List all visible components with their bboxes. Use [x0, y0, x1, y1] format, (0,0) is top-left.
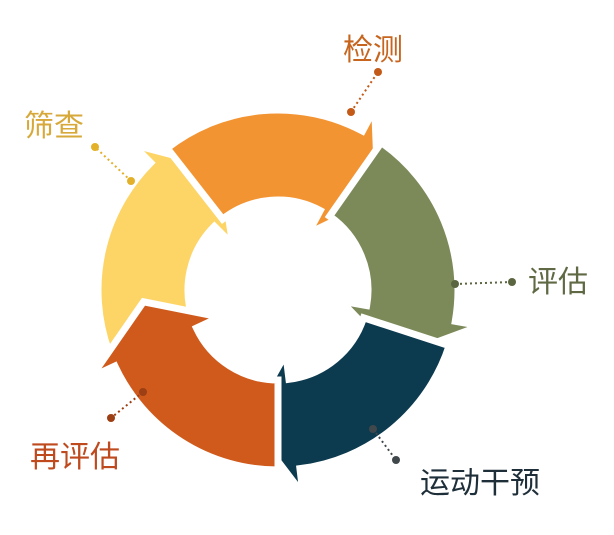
cycle-arrow-detection	[162, 95, 382, 242]
stage-label-intervention: 运动干预	[420, 466, 540, 501]
stage-label-evaluation: 评估	[528, 265, 588, 300]
stage-label-detection: 检测	[343, 33, 403, 68]
leader-line-screening	[94, 146, 132, 182]
cycle-arrow-screening	[94, 137, 238, 357]
leader-dot-evaluation	[508, 278, 516, 286]
leader-dot-intervention	[369, 425, 377, 433]
cycle-arrow-evaluation	[324, 137, 495, 362]
stage-label-screening: 筛查	[24, 109, 84, 144]
leader-dot-screening	[127, 177, 135, 185]
label-leaders	[91, 68, 516, 464]
leader-dot-detection	[374, 68, 382, 76]
cycle-arrows	[81, 95, 495, 507]
leader-dot-re-evaluation	[107, 414, 115, 422]
leader-line-re-evaluation	[110, 391, 144, 419]
leader-dot-intervention	[392, 456, 400, 464]
cycle-arrow-intervention	[243, 313, 454, 507]
leader-dot-detection	[347, 108, 355, 116]
stage-label-re-evaluation: 再评估	[30, 440, 120, 475]
leader-line-intervention	[372, 428, 397, 461]
leader-line-detection	[350, 71, 379, 113]
leader-line-evaluation	[454, 281, 513, 285]
cycle-arrow-re-evaluation	[81, 297, 282, 474]
leader-dot-re-evaluation	[139, 388, 147, 396]
leader-dot-screening	[91, 143, 99, 151]
leader-dot-evaluation	[451, 280, 459, 288]
